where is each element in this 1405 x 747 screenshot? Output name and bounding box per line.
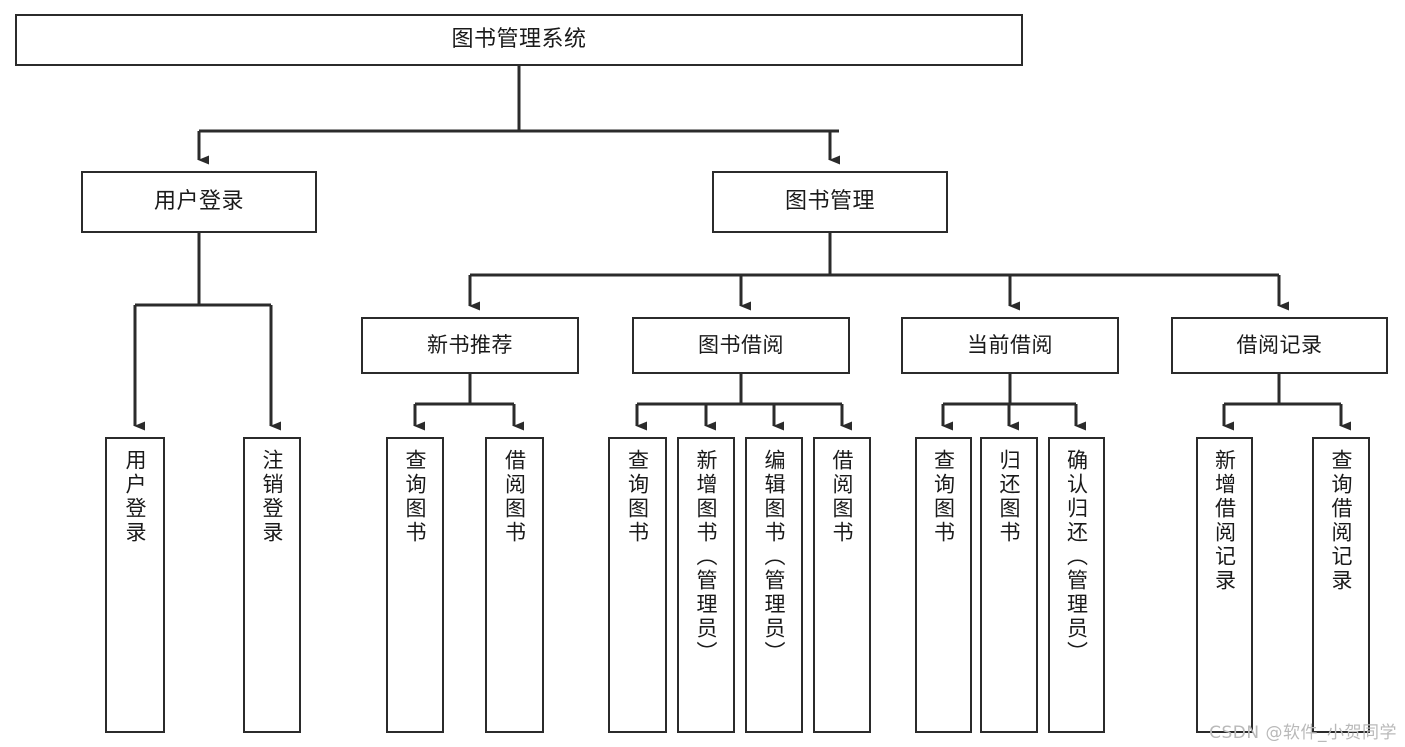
node-leaf-borrow-book-1[interactable]: 借阅图书 bbox=[485, 437, 544, 733]
csdn-watermark: CSDN @软件_小贺同学 bbox=[1209, 723, 1397, 743]
node-user-login[interactable]: 用户登录 bbox=[81, 171, 317, 233]
node-new-book-rec[interactable]: 新书推荐 bbox=[361, 317, 579, 374]
node-current-borrow[interactable]: 当前借阅 bbox=[901, 317, 1119, 374]
node-borrow-record-label: 借阅记录 bbox=[1236, 333, 1323, 358]
node-leaf-borrow-book-2-label: 借阅图书 bbox=[830, 449, 855, 545]
node-leaf-edit-book-admin[interactable]: 编辑图书（管理员） bbox=[745, 437, 803, 733]
node-leaf-query-borrow-record-label: 查询借阅记录 bbox=[1329, 449, 1354, 593]
node-borrow-record[interactable]: 借阅记录 bbox=[1171, 317, 1388, 374]
node-leaf-edit-book-admin-label: 编辑图书（管理员） bbox=[762, 449, 787, 665]
node-leaf-add-book-admin-label: 新增图书（管理员） bbox=[694, 449, 719, 665]
node-new-book-rec-label: 新书推荐 bbox=[427, 333, 513, 358]
node-user-login-label: 用户登录 bbox=[153, 189, 244, 215]
node-leaf-query-book-1-label: 查询图书 bbox=[403, 449, 428, 545]
node-book-borrow[interactable]: 图书借阅 bbox=[632, 317, 850, 374]
node-leaf-logout-login-label: 注销登录 bbox=[260, 449, 285, 545]
node-leaf-user-login-label: 用户登录 bbox=[123, 449, 148, 545]
node-leaf-user-login[interactable]: 用户登录 bbox=[105, 437, 165, 733]
node-book-manage-label: 图书管理 bbox=[784, 189, 875, 215]
node-leaf-add-book-admin[interactable]: 新增图书（管理员） bbox=[677, 437, 735, 733]
node-leaf-query-book-1[interactable]: 查询图书 bbox=[386, 437, 444, 733]
node-leaf-confirm-return-admin-label: 确认归还（管理员） bbox=[1064, 449, 1089, 665]
node-leaf-return-book[interactable]: 归还图书 bbox=[980, 437, 1038, 733]
node-leaf-return-book-label: 归还图书 bbox=[997, 449, 1022, 545]
node-leaf-query-borrow-record[interactable]: 查询借阅记录 bbox=[1312, 437, 1370, 733]
node-leaf-query-book-2[interactable]: 查询图书 bbox=[608, 437, 667, 733]
node-leaf-add-borrow-record[interactable]: 新增借阅记录 bbox=[1196, 437, 1253, 733]
node-leaf-query-book-3[interactable]: 查询图书 bbox=[915, 437, 972, 733]
node-leaf-logout-login[interactable]: 注销登录 bbox=[243, 437, 301, 733]
node-leaf-borrow-book-2[interactable]: 借阅图书 bbox=[813, 437, 871, 733]
node-root-system[interactable]: 图书管理系统 bbox=[15, 14, 1023, 66]
node-current-borrow-label: 当前借阅 bbox=[967, 333, 1053, 358]
node-leaf-query-book-2-label: 查询图书 bbox=[625, 449, 650, 545]
node-root-system-label: 图书管理系统 bbox=[451, 27, 587, 53]
node-book-manage[interactable]: 图书管理 bbox=[712, 171, 948, 233]
node-book-borrow-label: 图书借阅 bbox=[698, 333, 784, 358]
node-leaf-add-borrow-record-label: 新增借阅记录 bbox=[1212, 449, 1237, 593]
node-leaf-confirm-return-admin[interactable]: 确认归还（管理员） bbox=[1048, 437, 1105, 733]
node-leaf-query-book-3-label: 查询图书 bbox=[931, 449, 956, 545]
node-leaf-borrow-book-1-label: 借阅图书 bbox=[502, 449, 527, 545]
